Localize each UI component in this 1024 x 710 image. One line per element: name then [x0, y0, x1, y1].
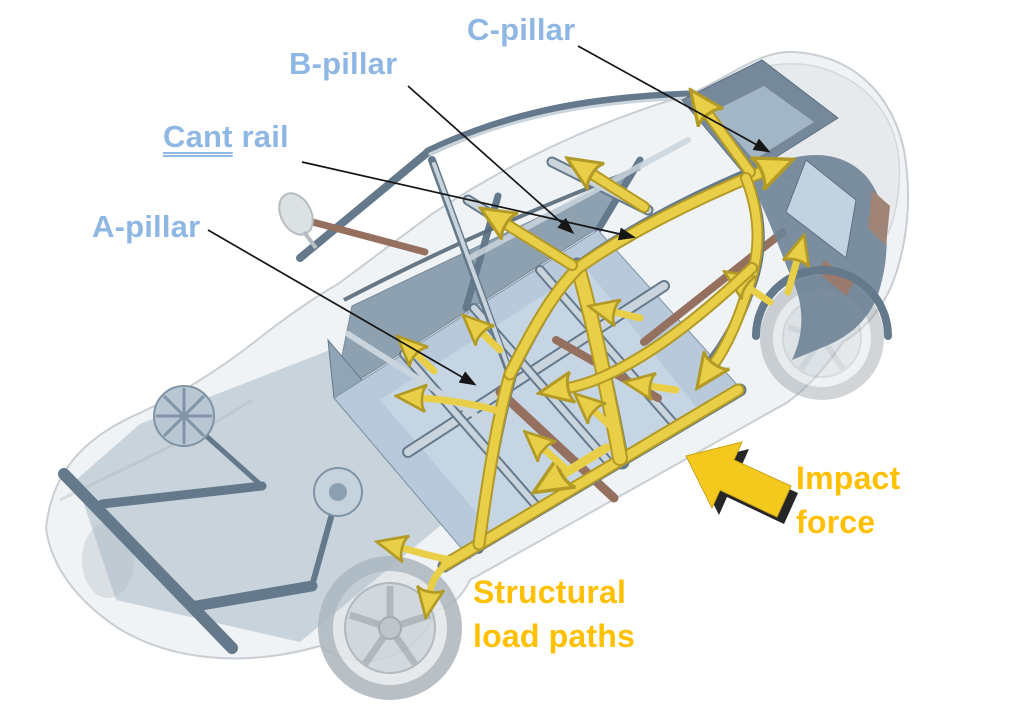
impact-arrow	[685, 441, 798, 524]
leader-lines	[207, 45, 771, 386]
label-cant-underlined: Cant	[163, 119, 233, 154]
label-c-pillar: C-pillar	[467, 12, 576, 47]
leader-b-pillar	[407, 85, 575, 234]
label-b-pillar: B-pillar	[289, 46, 398, 81]
label-structural-load-paths: Structural load paths	[473, 570, 635, 658]
impact-force-line1: Impact	[796, 460, 901, 496]
label-a-pillar: A-pillar	[92, 209, 201, 244]
impact-force-line2: force	[796, 504, 876, 540]
label-cant-rail: Cant rail	[163, 119, 289, 155]
load-paths-line1: Structural	[473, 574, 627, 610]
leader-c-pillar	[577, 45, 771, 153]
leader-cant-rail	[301, 161, 636, 241]
cooling-fan	[153, 385, 215, 447]
label-rail: rail	[232, 119, 289, 154]
load-path-arrows	[402, 114, 797, 592]
side-mirror	[278, 192, 318, 250]
leader-a-pillar	[207, 229, 477, 386]
label-impact-force: Impact force	[796, 456, 900, 544]
load-paths-line2: load paths	[473, 618, 636, 654]
